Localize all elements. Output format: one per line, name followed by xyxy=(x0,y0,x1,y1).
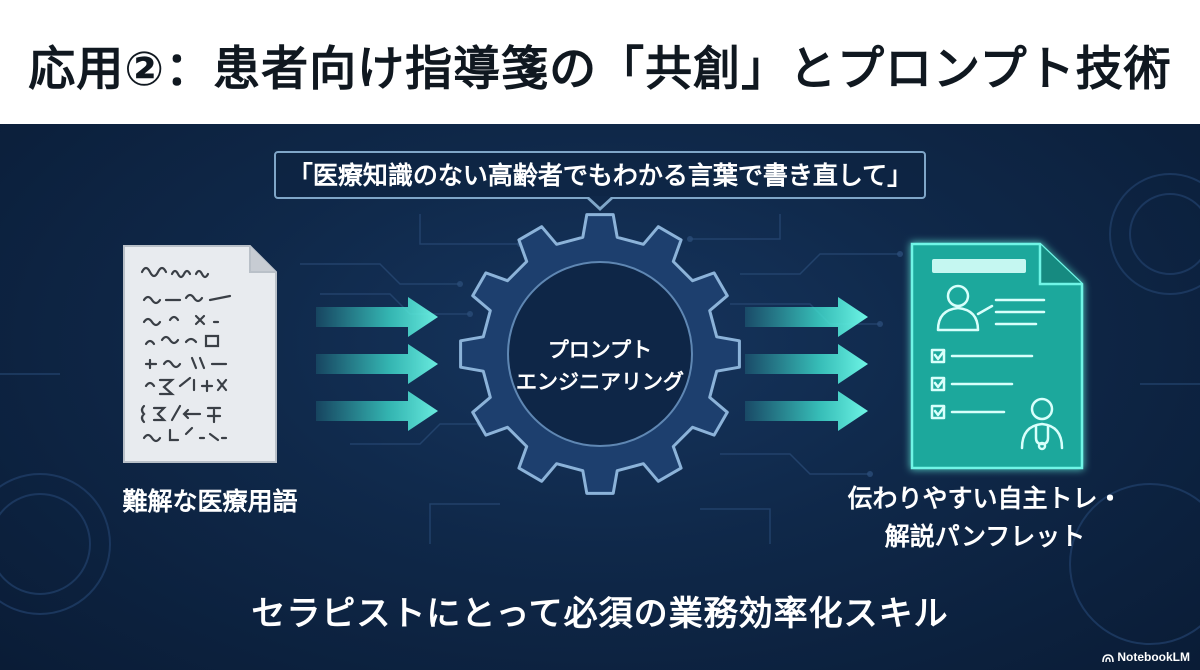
bubble-tail-inner xyxy=(588,196,612,207)
tagline: セラピストにとって必須の業務効率化スキル xyxy=(251,594,949,634)
output-caption: 伝わりやすい自主トレ・ 解説パンフレット xyxy=(820,480,1150,556)
gear-label: プロンプト エンジニアリング xyxy=(490,334,710,398)
input-arrows xyxy=(316,297,438,431)
output-arrows xyxy=(745,297,868,431)
notebooklm-logo-icon xyxy=(1102,654,1115,663)
scribbled-document-icon xyxy=(123,245,277,463)
prompt-bubble: 「医療知識のない高齢者でもわかる言葉で書き直して」 xyxy=(274,151,926,199)
diagram-area: 「医療知識のない高齢者でもわかる言葉で書き直して」 プロンプト エンジニアリング… xyxy=(0,124,1200,670)
slide-title: 応用②：患者向け指導箋の「共創」とプロンプト技術 xyxy=(28,42,1172,97)
brand-name: NotebookLM xyxy=(1117,650,1190,664)
header-bar: 応用②：患者向け指導箋の「共創」とプロンプト技術 xyxy=(0,0,1200,124)
gear-label-line1: プロンプト xyxy=(547,338,653,362)
checklist-pamphlet-icon xyxy=(910,242,1084,470)
circuit-background xyxy=(0,173,1200,645)
output-caption-line1: 伝わりやすい自主トレ・ xyxy=(847,484,1123,513)
gear-label-line2: エンジニアリング xyxy=(516,370,684,394)
brand-watermark: NotebookLM xyxy=(1102,650,1190,664)
input-caption: 難解な医療用語 xyxy=(122,487,298,516)
gear-icon xyxy=(459,213,741,495)
output-caption-line2: 解説パンフレット xyxy=(884,522,1086,551)
